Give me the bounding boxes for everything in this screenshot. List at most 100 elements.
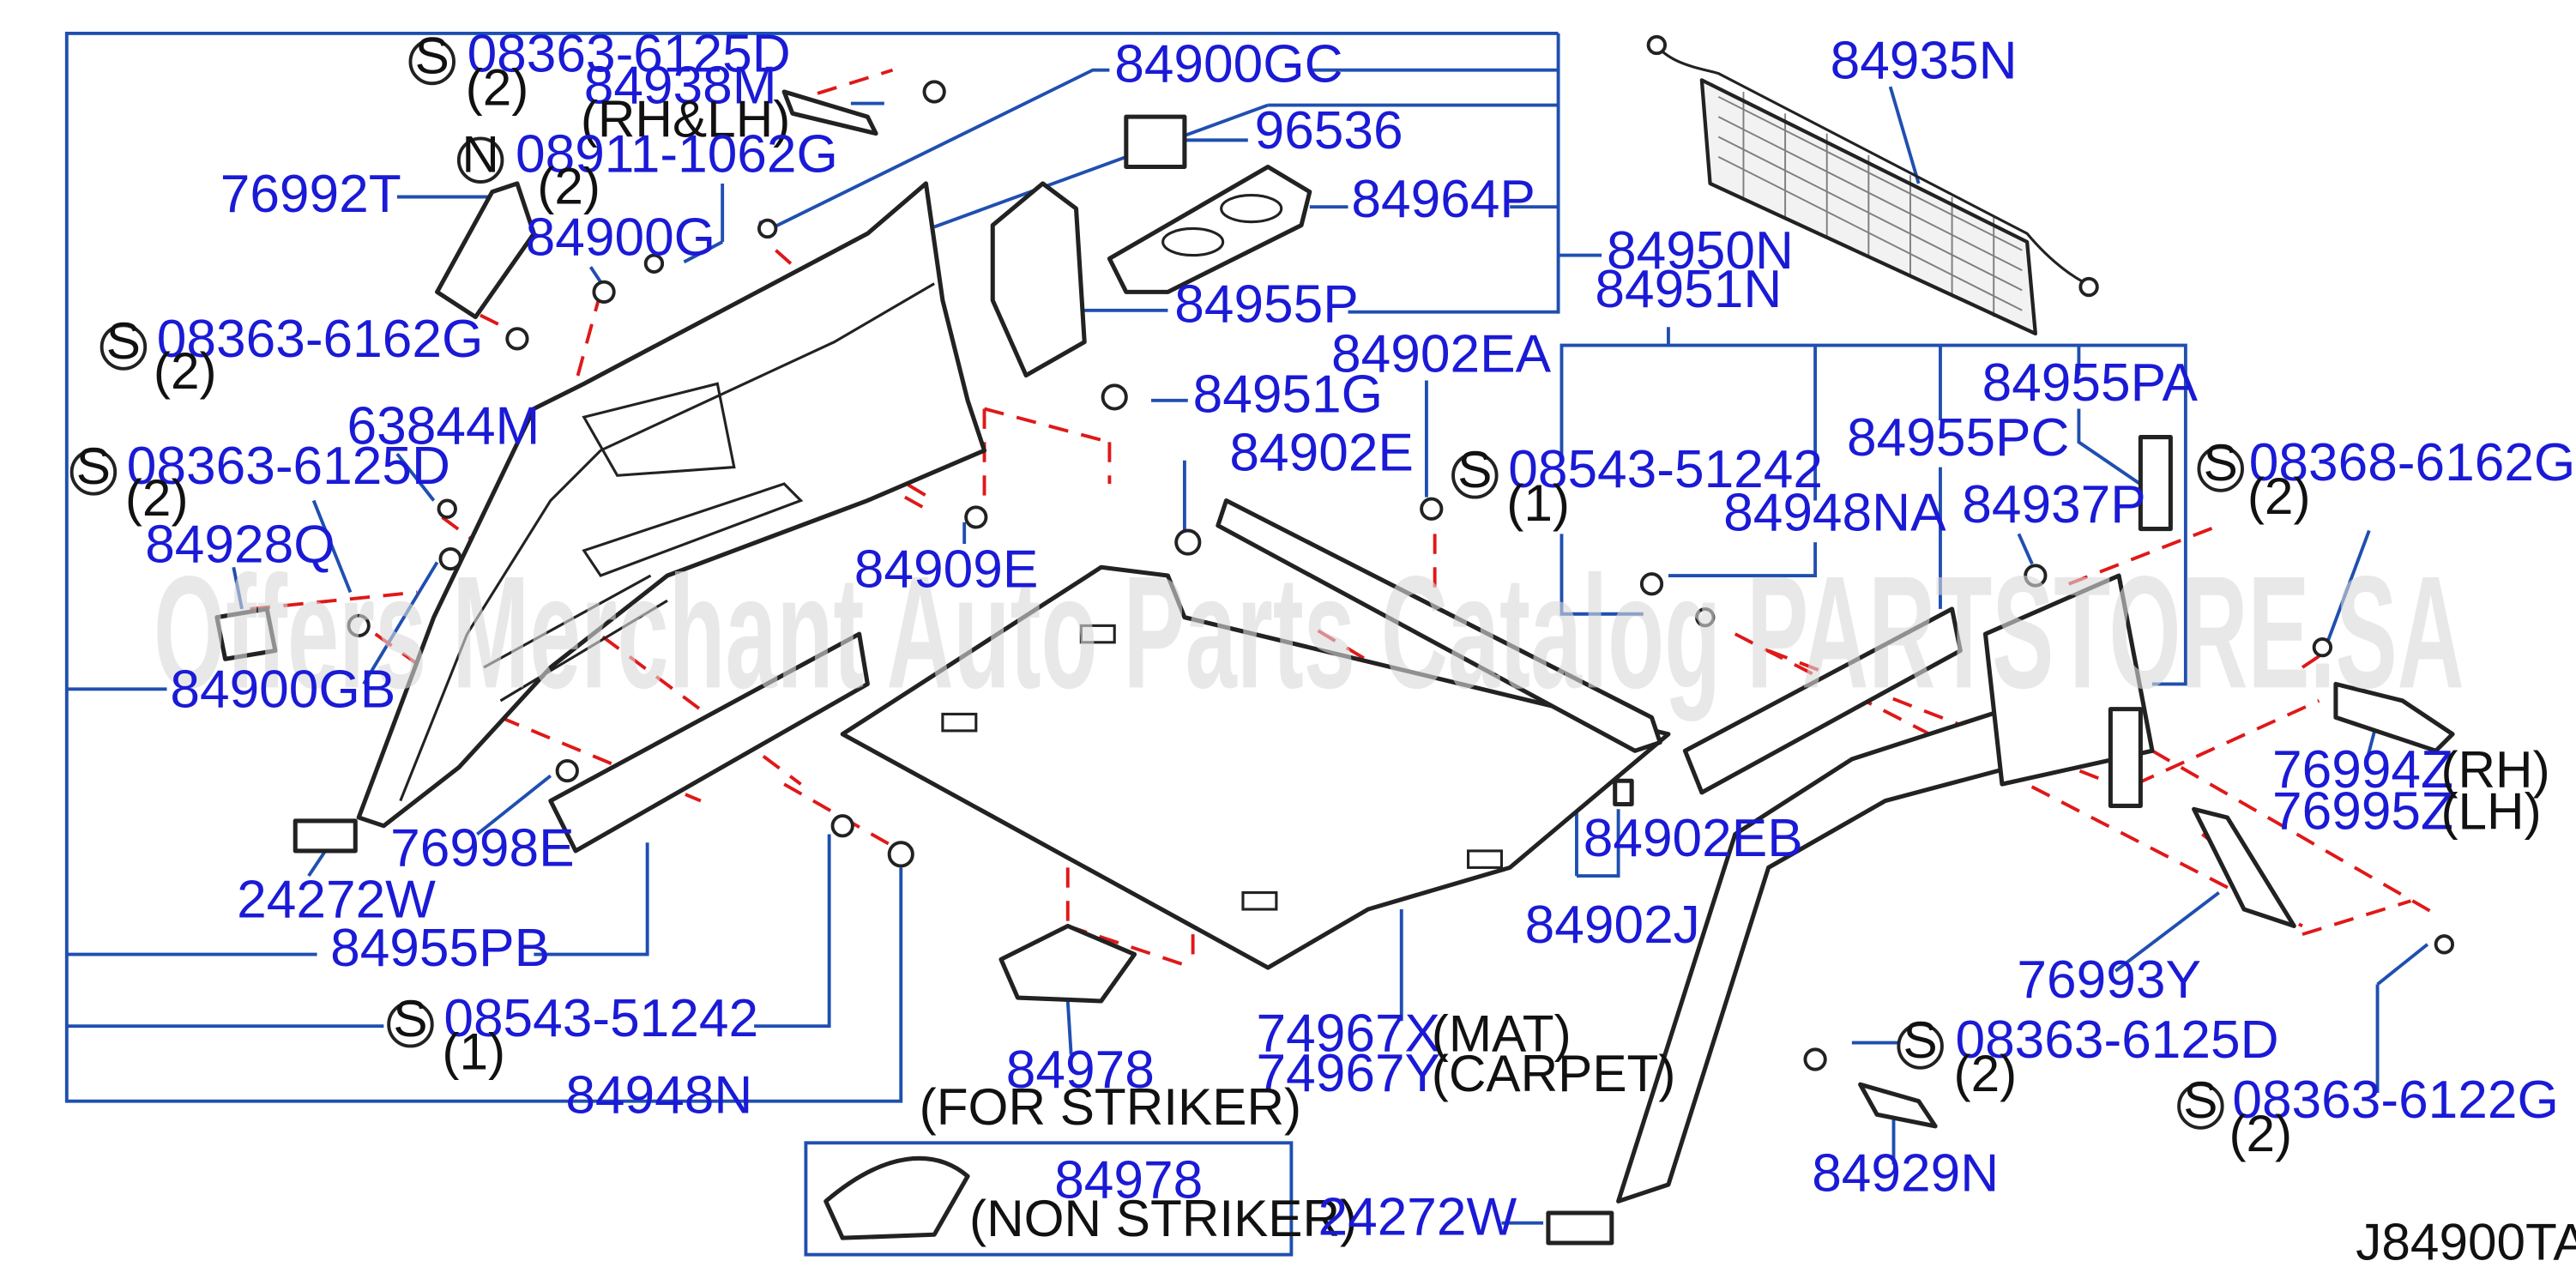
part-label: 08368-6162G — [2249, 433, 2576, 492]
plate-84955pa — [2138, 435, 2173, 532]
part-label: 08363-6122G — [2232, 1071, 2559, 1130]
n-marker: N — [456, 124, 504, 184]
note-label: (FOR STRIKER) — [920, 1077, 1301, 1136]
svg-text:S: S — [76, 437, 111, 495]
part-label: 74967Y — [1257, 1044, 1441, 1103]
quantity-label: (1) — [1506, 474, 1570, 532]
note-label: (NON STRIKER) — [969, 1189, 1357, 1247]
part-label: 74967X — [1257, 1004, 1441, 1063]
part-label: 84950N — [1607, 221, 1794, 281]
svg-text:S: S — [2183, 1071, 2217, 1129]
svg-text:S: S — [1457, 440, 1492, 498]
quantity-label: (2) — [2247, 467, 2311, 525]
note-label: (CARPET) — [1432, 1044, 1676, 1102]
fasteners — [347, 80, 2455, 1071]
s-marker: S — [69, 437, 118, 496]
note-label: (LH) — [2440, 782, 2541, 841]
part-label: 84955PC — [1847, 408, 2069, 468]
part-labels: 08363-6125D (2) 84938M (RH&LH) 08911-106… — [125, 25, 2576, 1271]
svg-text:S: S — [393, 989, 427, 1047]
part-label: 84900G — [526, 208, 715, 268]
part-label: 24272W — [237, 871, 436, 930]
part-label: 63844M — [347, 396, 540, 456]
part-label: 84955P — [1174, 275, 1359, 334]
rear-sill-strip — [1216, 498, 1662, 753]
part-label: 24272W — [1318, 1187, 1517, 1246]
part-label: 84964P — [1351, 170, 1535, 229]
part-label: 08911-1062G — [516, 124, 838, 184]
markers: S N S S S S S S S — [69, 27, 2244, 1130]
bracket-84928q — [214, 606, 278, 661]
part-label: 84900GB — [170, 661, 395, 720]
bracket-76992t — [435, 181, 536, 320]
s-marker: S — [2177, 1071, 2224, 1130]
part-label: 84937P — [1962, 475, 2146, 534]
part-label: 08543-51242 — [1508, 440, 1823, 499]
quantity-label: (2) — [125, 468, 189, 527]
part-label: 08363-6125D — [127, 437, 450, 496]
s-marker: S — [1897, 1011, 1944, 1070]
part-label: 84951G — [1193, 365, 1383, 424]
svg-text:S: S — [106, 311, 141, 370]
floor-mat — [840, 564, 1671, 970]
svg-text:S: S — [415, 27, 449, 85]
luggage-net — [1646, 34, 2099, 336]
part-label: 84928Q — [145, 515, 335, 574]
part-label: 76994Z — [2272, 740, 2453, 799]
plate-76998 — [2108, 707, 2143, 808]
quantity-label: (2) — [466, 58, 529, 117]
svg-text:N: N — [462, 124, 499, 183]
pad-24272w-left — [293, 818, 358, 854]
pad-24272w-right — [1546, 1210, 1614, 1246]
part-label: 84935N — [1831, 31, 2018, 90]
part-label: 84938M — [584, 57, 777, 116]
diagram-code: J84900TA — [2356, 1212, 2576, 1270]
note-label: (RH) — [2440, 740, 2549, 799]
part-label: 84948NA — [1723, 483, 1946, 542]
s-marker: S — [387, 989, 434, 1048]
cover-84955p — [990, 181, 1087, 378]
part-label: 76995Z — [2272, 782, 2453, 842]
s-marker: S — [1451, 440, 1499, 499]
cup-holder — [1107, 164, 1312, 294]
part-label: 84902EA — [1331, 325, 1552, 384]
clip-84938m — [781, 89, 878, 136]
leader-lines — [64, 31, 2429, 1257]
bracket-84929n — [1858, 1082, 1938, 1129]
part-label: 84902E — [1229, 423, 1414, 482]
quarter-trim-left — [356, 181, 987, 829]
quantity-label: (2) — [537, 156, 600, 214]
part-label: 84909E — [854, 540, 1039, 600]
lid-84978 — [823, 1155, 970, 1240]
s-marker: S — [2197, 433, 2244, 492]
part-label: 84902EB — [1584, 809, 1803, 868]
part-label: 76998E — [390, 818, 575, 878]
side-sill-right — [1682, 606, 1963, 795]
watermark: Offers Merchant Auto Parts Catalog PARTS… — [154, 542, 2464, 721]
sill-trim — [548, 631, 870, 854]
part-label: 96536 — [1255, 101, 1403, 160]
part-label: 84929N — [1812, 1144, 1999, 1204]
quantity-label: (2) — [1954, 1044, 2018, 1102]
part-label: 84955PB — [330, 919, 550, 978]
part-label: 84951N — [1595, 260, 1782, 319]
striker-cover — [998, 923, 1137, 1004]
part-label: 84978 — [1054, 1150, 1203, 1210]
quantity-label: (1) — [442, 1023, 505, 1081]
part-label: 76993Y — [2017, 950, 2201, 1010]
part-label: 84978 — [1006, 1041, 1155, 1100]
part-label: 84955PA — [1982, 353, 2199, 413]
part-label: 84900GC — [1114, 34, 1342, 94]
s-marker: S — [408, 27, 455, 86]
quantity-label: (2) — [2229, 1104, 2292, 1162]
bracket-76993y — [2192, 806, 2296, 928]
part-label: 76992T — [220, 165, 401, 224]
cap-96536 — [1124, 114, 1187, 170]
svg-text:S: S — [2204, 433, 2238, 492]
svg-text:S: S — [1903, 1011, 1938, 1069]
note-label: (MAT) — [1432, 1004, 1572, 1062]
s-marker: S — [100, 311, 148, 371]
note-label: (RH&LH) — [581, 89, 790, 148]
part-label: 08363-6125D — [1955, 1011, 2278, 1070]
